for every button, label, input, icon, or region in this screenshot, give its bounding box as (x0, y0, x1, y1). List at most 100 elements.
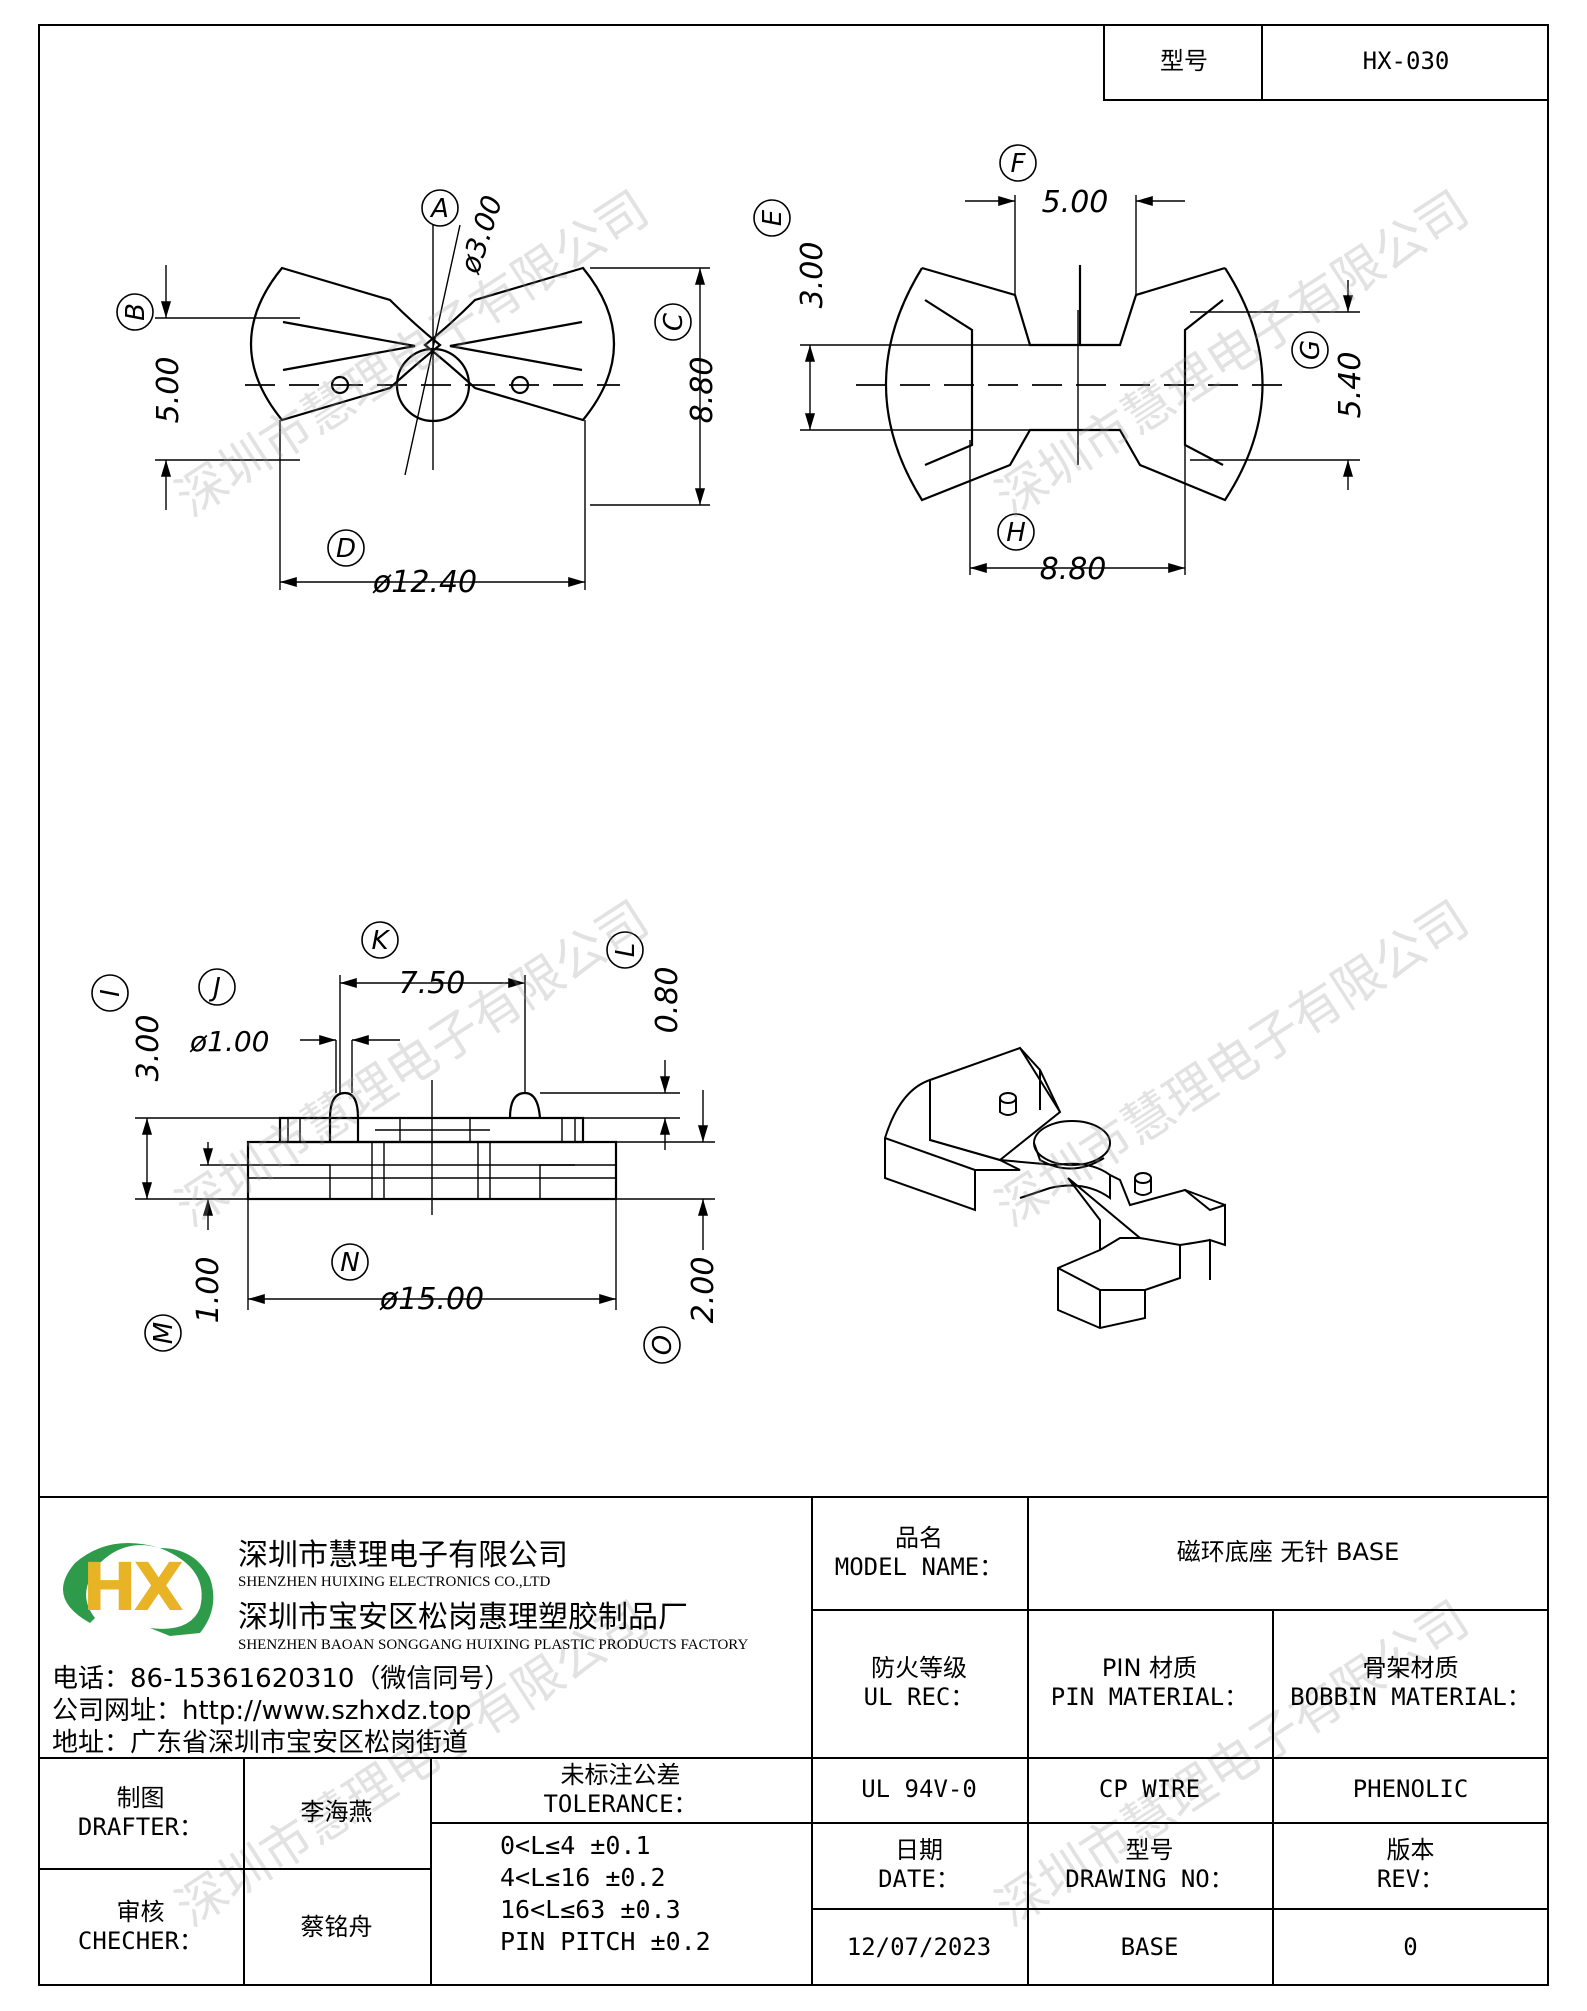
drafter-label-cell: 制图 DRAFTER： (38, 1757, 243, 1868)
drawing-no-value: BASE (1120, 1932, 1179, 1961)
header-model-label-cell: 型号 (1103, 24, 1263, 101)
model-name-value-cell: 磁环底座 无针 BASE (1027, 1496, 1549, 1609)
rev-value-cell: 0 (1272, 1908, 1549, 1986)
label-c: C (659, 312, 689, 331)
label-o: O (648, 1335, 678, 1355)
label-i: I (96, 989, 126, 997)
top-view (155, 224, 710, 590)
label-k: K (371, 926, 390, 956)
model-name-value: 磁环底座 无针 BASE (1176, 1538, 1400, 1567)
date-label-cell: 日期 DATE： (811, 1822, 1027, 1908)
dim-l-pin-height: 0.80 (650, 967, 685, 1034)
header-model-value: HX-030 (1362, 47, 1450, 76)
bottom-view (800, 195, 1360, 575)
label-m: M (149, 1322, 179, 1344)
dim-c-height: 8.80 (685, 357, 720, 424)
drafter-name: 李海燕 (300, 1798, 373, 1827)
bobbin-material-value-cell: PHENOLIC (1272, 1757, 1549, 1822)
company-name-cn: 深圳市慧理电子有限公司 (238, 1538, 568, 1573)
label-l: L (611, 943, 641, 958)
drawing-no-cn: 型号 (1125, 1836, 1174, 1865)
dim-d-outer: ø12.40 (372, 565, 477, 600)
label-f: F (1011, 149, 1027, 179)
dim-a-hole: ø3.00 (453, 191, 509, 278)
fire-rating-value: UL 94V-0 (861, 1775, 977, 1804)
label-j: J (208, 973, 221, 1003)
dim-k-pitch: 7.50 (399, 966, 466, 1001)
pin-material-cn: PIN 材质 (1101, 1654, 1198, 1683)
model-name-en: MODEL NAME： (834, 1552, 1004, 1581)
factory-name-en: SHENZHEN BAOAN SONGGANG HUIXING PLASTIC … (238, 1637, 749, 1653)
drawing-frame (38, 24, 1549, 1986)
company-phone: 电话：86-15361620310（微信同号） (52, 1664, 511, 1694)
label-a: A (429, 194, 449, 224)
drawing-no-value-cell: BASE (1027, 1908, 1272, 1986)
date-en: DATE： (878, 1865, 960, 1893)
fire-rating-cn: 防火等级 (870, 1654, 967, 1683)
header-model-label: 型号 (1160, 47, 1208, 76)
rev-value: 0 (1403, 1932, 1418, 1961)
logo-letters: HX (82, 1549, 183, 1626)
company-website: 公司网址：http://www.szhxdz.top (52, 1696, 472, 1726)
pin-material-en: PIN MATERIAL： (1050, 1683, 1249, 1711)
date-cn: 日期 (894, 1836, 943, 1865)
dim-m-base: 1.00 (191, 1257, 226, 1324)
label-d: D (336, 534, 356, 564)
date-value-cell: 12/07/2023 (811, 1908, 1027, 1986)
dim-b-width: 5.00 (151, 357, 186, 424)
pin-material-value: CP WIRE (1098, 1775, 1201, 1804)
label-b: B (121, 303, 151, 321)
tolerance-rows: 0<L≤4 ±0.1 4<L≤16 ±0.2 16<L≤63 ±0.3 PIN … (500, 1830, 711, 1958)
label-n: N (340, 1248, 359, 1278)
technical-drawing: A ø3.00 B 5.00 C 8.80 D ø12.40 (91, 144, 1368, 1364)
checker-en: CHECHER： (77, 1927, 204, 1955)
bobbin-material-label-cell: 骨架材质 BOBBIN MATERIAL： (1272, 1609, 1549, 1757)
checker-label-cell: 审核 CHECHER： (38, 1868, 243, 1986)
rev-en: REV： (1376, 1865, 1445, 1893)
pin-material-label-cell: PIN 材质 PIN MATERIAL： (1027, 1609, 1272, 1757)
dim-j-pin: ø1.00 (189, 1025, 269, 1058)
pin-material-value-cell: CP WIRE (1027, 1757, 1272, 1822)
drawing-no-label-cell: 型号 DRAWING NO： (1027, 1822, 1272, 1908)
label-g: G (1296, 340, 1326, 360)
rev-label-cell: 版本 REV： (1272, 1822, 1549, 1908)
drawing-no-en: DRAWING NO： (1065, 1865, 1234, 1893)
model-name-cn: 品名 (895, 1523, 943, 1552)
dim-o-body: 2.00 (686, 1257, 721, 1324)
drafter-en: DRAFTER： (77, 1812, 204, 1841)
company-address: 地址：广东省深圳市宝安区松岗街道 (52, 1728, 469, 1758)
factory-name-cn: 深圳市宝安区松岗惠理塑胶制品厂 (238, 1600, 688, 1635)
fire-label-cell: 防火等级 UL REC： (811, 1609, 1027, 1757)
label-e: E (758, 209, 788, 226)
bobbin-material-en: BOBBIN MATERIAL： (1290, 1683, 1531, 1711)
tolerance-label-cell: 未标注公差 TOLERANCE： (430, 1757, 811, 1822)
rev-cn: 版本 (1386, 1836, 1435, 1865)
dim-f-top-width: 5.00 (1042, 185, 1109, 220)
model-name-label-cell: 品名 MODEL NAME： (811, 1496, 1027, 1609)
isometric-view (884, 1046, 1226, 1330)
tolerance-row: 4<L≤16 ±0.2 (500, 1863, 666, 1892)
fire-rating-en: UL REC： (863, 1683, 975, 1711)
tolerance-row: PIN PITCH ±0.2 (500, 1927, 711, 1956)
bobbin-material-value: PHENOLIC (1352, 1775, 1469, 1804)
date-value: 12/07/2023 (846, 1932, 992, 1961)
dim-g-height: 5.40 (1333, 352, 1368, 419)
tolerance-cn: 未标注公差 (560, 1760, 681, 1789)
fire-value-cell: UL 94V-0 (811, 1757, 1027, 1822)
tolerance-row: 16<L≤63 ±0.3 (500, 1895, 681, 1924)
checker-cn: 审核 (116, 1898, 165, 1927)
company-name-en: SHENZHEN HUIXING ELECTRONICS CO.,LTD (238, 1574, 551, 1590)
dim-h-bottom-width: 8.80 (1040, 552, 1107, 587)
dim-i-total: 3.00 (131, 1015, 166, 1082)
company-logo: HX (63, 1543, 214, 1636)
label-h: H (1006, 518, 1026, 548)
dim-n-dia: ø15.00 (379, 1282, 484, 1317)
drafter-cn: 制图 (116, 1783, 165, 1812)
checker-name: 蔡铭舟 (300, 1912, 373, 1941)
drafter-name-cell: 李海燕 (243, 1757, 430, 1868)
dim-e-depth: 3.00 (795, 242, 830, 309)
tolerance-row: 0<L≤4 ±0.1 (500, 1831, 651, 1860)
bobbin-material-cn: 骨架材质 (1362, 1654, 1459, 1683)
tolerance-en: TOLERANCE： (543, 1789, 698, 1818)
side-view (135, 975, 715, 1310)
